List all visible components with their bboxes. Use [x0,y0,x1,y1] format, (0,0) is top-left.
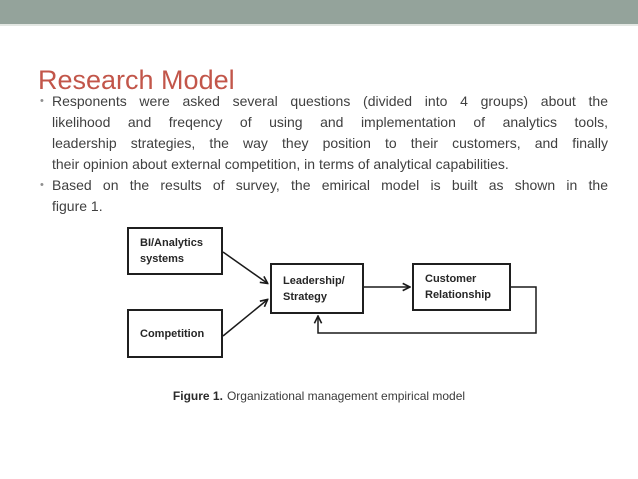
diagram-node-competition: Competition [127,309,223,358]
bullet-line: Based on the results of survey, the emir… [52,177,608,193]
node-label-line: BI/Analytics [140,237,203,249]
bullet-item: Based on the results of survey, the emir… [38,175,608,217]
arrow-competition-to-leadership [222,300,267,337]
diagram-node-bi-analytics-systems: BI/Analytics systems [127,227,223,275]
node-label-line: Customer [425,273,477,285]
node-label-line: Competition [140,327,205,340]
slide-header-bar [0,0,638,26]
bullet-line: leadership strategies, the way they posi… [52,135,608,151]
node-label-line: Leadership/ [283,274,345,287]
node-label-line: Relationship [425,289,492,301]
figure-caption: Figure 1.Organizational management empir… [0,389,638,403]
diagram-node-customer-relationship: Customer Relationship [412,263,511,311]
arrow-bi-to-leadership [222,251,267,283]
bullet-item: Responents were asked several questions … [38,91,608,175]
node-label-line: Strategy [283,290,328,303]
bullet-list: Responents were asked several questions … [38,91,608,217]
caption-label: Figure 1. [172,389,223,403]
node-label-line: systems [140,253,185,265]
bullet-line: figure 1. [52,198,103,214]
bullet-line: likelihood and freqency of using and imp… [52,114,608,130]
caption-text: Organizational management empirical mode… [226,389,466,403]
bullet-line: Responents were asked several questions … [52,93,608,109]
bullet-line: their opinion about external competition… [52,156,509,172]
diagram-node-leadership-strategy: Leadership/ Strategy [270,263,364,314]
